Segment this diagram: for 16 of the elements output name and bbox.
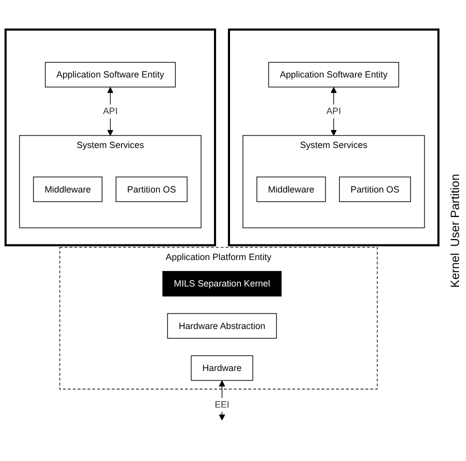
- edge-label: API: [103, 106, 118, 116]
- edge-label: API: [326, 106, 341, 116]
- node-box: Partition OS: [116, 176, 188, 202]
- node-box: Partition OS: [339, 176, 411, 202]
- node-box: Hardware Abstraction: [167, 313, 277, 339]
- node-box: Middleware: [256, 176, 326, 202]
- cluster: [4, 28, 216, 246]
- node-box: Application Software Entity: [268, 62, 400, 88]
- node-box: MILS Separation Kernel: [162, 271, 282, 297]
- node-box: Hardware: [190, 355, 254, 381]
- side-label: Kernel: [448, 252, 462, 288]
- edge-label: EEI: [214, 399, 230, 410]
- node-box: Application Software Entity: [44, 62, 176, 88]
- node-box: Middleware: [33, 176, 102, 202]
- side-label: User Partition: [448, 174, 462, 246]
- cluster: [228, 28, 440, 246]
